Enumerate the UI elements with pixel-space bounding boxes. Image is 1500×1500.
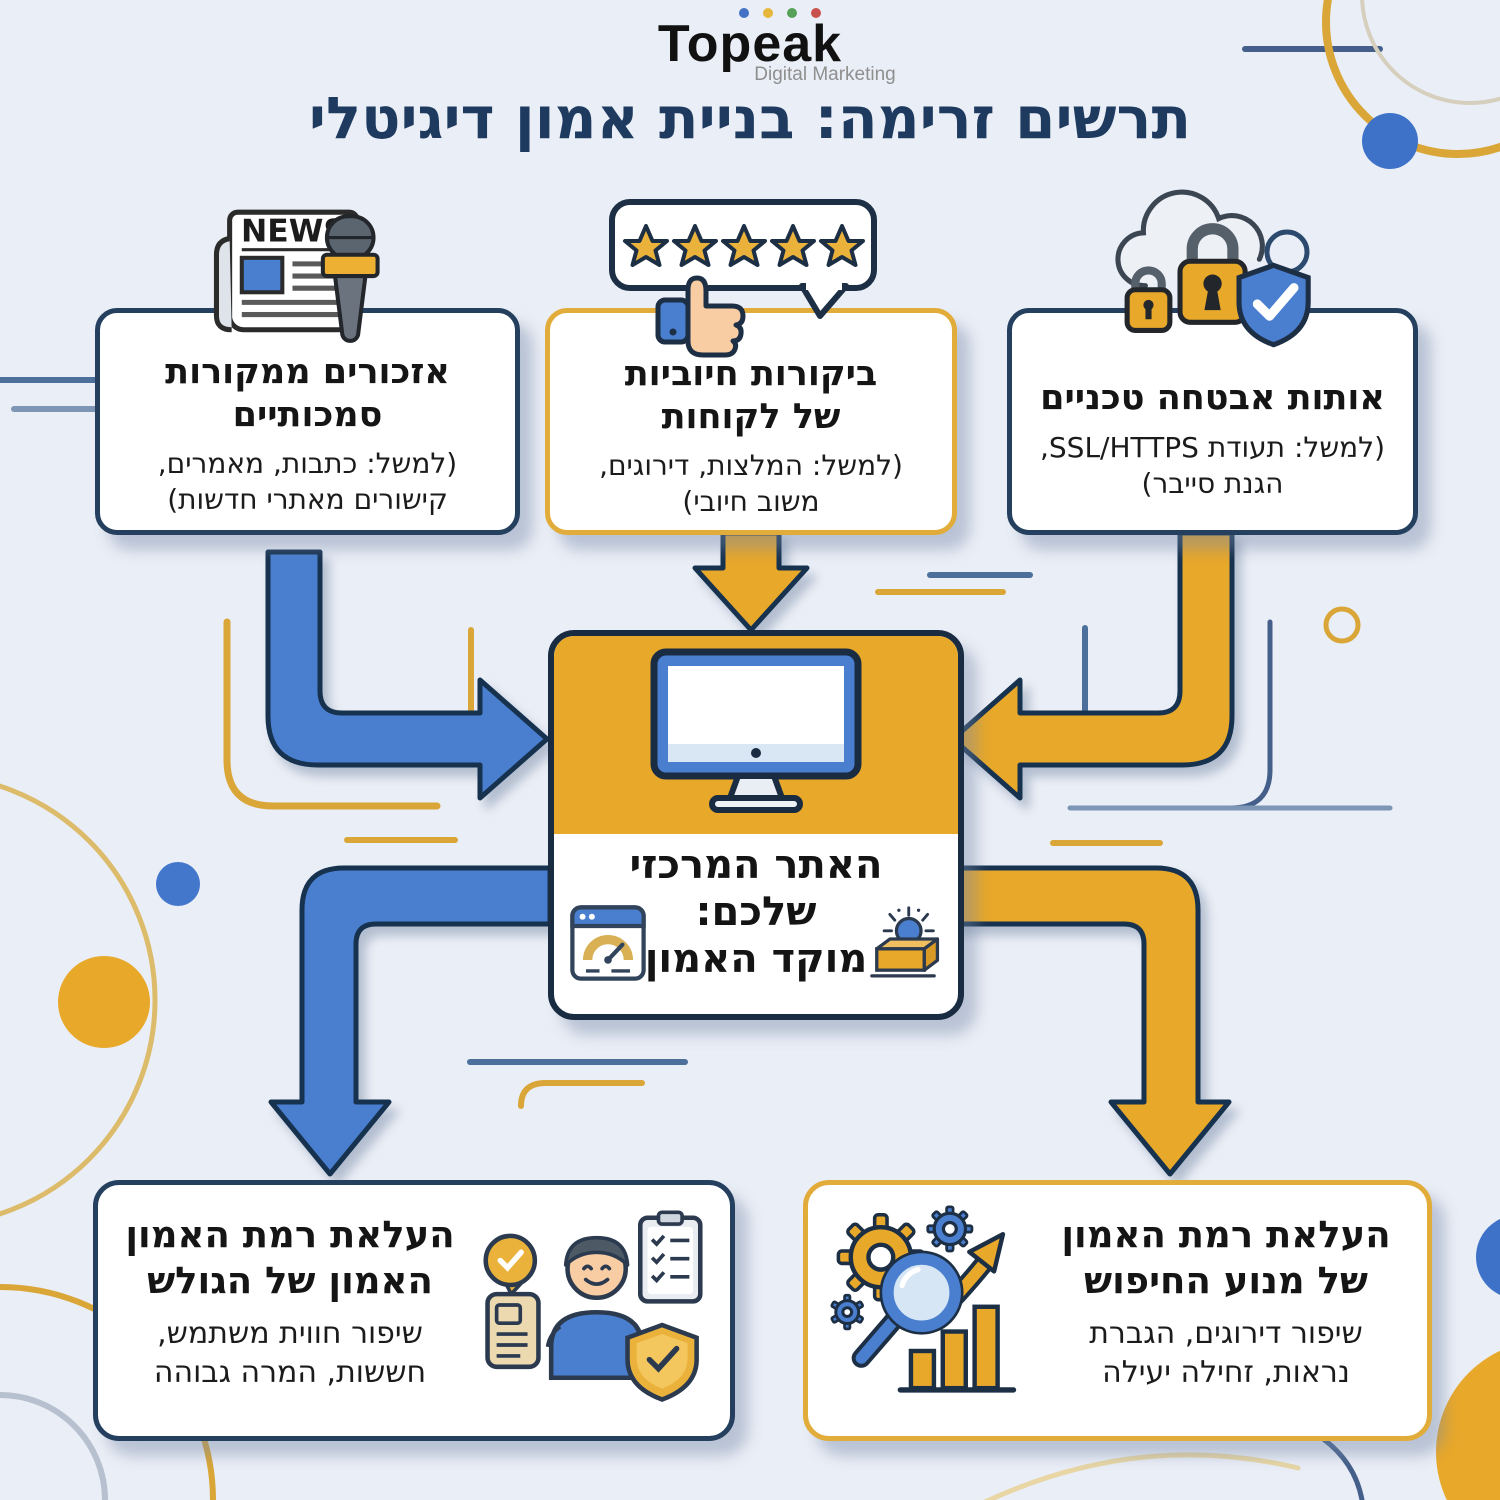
topeak-logo: Topeak Digital Marketing xyxy=(0,8,1500,86)
gold-ring-decoration xyxy=(1322,0,1500,158)
node-title: העלאת רמת האמון של מנוע החיפוש xyxy=(1048,1212,1404,1304)
magnifying-glass xyxy=(851,1250,964,1368)
node-title: ביקורות חיוביות של לקוחות xyxy=(625,353,878,438)
node-title-line: העלאת רמת האמון xyxy=(125,1213,455,1256)
logo-dot-green xyxy=(787,8,797,18)
node-authoritative-sources: אזכורים ממקורות סמכותיים (למשל: כתבות, מ… xyxy=(95,308,520,535)
node-security-signals: אותות אבטחה טכניים (למשל: תעודת SSL/HTTP… xyxy=(1007,308,1418,535)
node-subtitle-line: הגנת סייבר) xyxy=(1141,466,1284,500)
speed-gauge-browser-icon xyxy=(570,905,646,981)
node-positive-reviews: ביקורות חיוביות של לקוחות (למשל: המלצות,… xyxy=(545,308,957,535)
node-title-line: העלאת רמת האמון xyxy=(1061,1213,1391,1256)
node-subtitle: (למשל: תעודת SSL/HTTPS, הגנת סייבר) xyxy=(1040,430,1385,502)
logo-tagline: Digital Marketing xyxy=(754,64,896,85)
node-visitor-trust xyxy=(93,1180,735,1441)
desktop-monitor-icon xyxy=(650,648,862,813)
star-rating xyxy=(623,224,865,267)
logo-dot-red xyxy=(811,8,821,18)
visitor-trust-text: העלאת רמת האמון האמון של הגולש שיפור חוו… xyxy=(110,1212,470,1392)
logo-dot-yellow xyxy=(763,8,773,18)
center-label-line: שלכם: xyxy=(695,889,817,936)
node-title-line: אותות אבטחה טכניים xyxy=(1040,378,1385,419)
node-title: אותות אבטחה טכניים xyxy=(1040,377,1385,420)
arrow-website-to-search-trust xyxy=(947,865,1232,1177)
newspaper-photo-block xyxy=(239,255,285,295)
arrow-website-to-visitor-trust xyxy=(268,865,553,1177)
node-subtitle: שיפור דירוגים, הגברת נראות, זחילה יעילה xyxy=(1048,1314,1404,1392)
microphone xyxy=(320,214,380,343)
node-title-line: של לקוחות xyxy=(661,396,841,437)
small-gear xyxy=(926,1205,974,1253)
blue-circle-decoration xyxy=(1476,1219,1500,1295)
checklist-clipboard xyxy=(638,1210,703,1304)
logo-brand-name: Topeak xyxy=(657,15,843,73)
arrow-security-to-website xyxy=(950,530,1235,801)
tiny-gear xyxy=(830,1293,864,1331)
blue-dot-decoration xyxy=(1362,113,1418,169)
node-title-line: של מנוע החיפוש xyxy=(1084,1258,1368,1302)
node-subtitle-line: (למשל: תעודת SSL/HTTPS, xyxy=(1040,431,1386,465)
node-title-line: אזכורים ממקורות xyxy=(165,351,450,392)
node-subtitle-line: (למשל: המלצות, דירוגים, xyxy=(599,449,903,483)
node-subtitle-line: נראות, זחילה יעילה xyxy=(1102,1354,1350,1390)
center-label-line: האתר המרכזי xyxy=(629,842,883,888)
node-subtitle: שיפור חווית משתמש, חששות, המרה גבוהה xyxy=(110,1314,470,1392)
beacon-on-box-icon xyxy=(870,906,940,978)
cloud-padlocks-shield-icon xyxy=(1115,189,1311,348)
page-title: תרשים זרימה: בניית אמון דיגיטלי xyxy=(308,84,1192,152)
gold-dot-decoration xyxy=(58,956,150,1048)
gold-check-shield xyxy=(625,1322,699,1402)
node-title: אזכורים ממקורות סמכותיים xyxy=(165,351,450,436)
gold-circle-decoration xyxy=(1436,1350,1500,1500)
node-title: העלאת רמת האמון האמון של הגולש xyxy=(110,1212,470,1304)
thumbs-up xyxy=(655,275,746,358)
bar-chart xyxy=(897,1304,1017,1393)
document-in-hand xyxy=(485,1291,541,1370)
node-subtitle-line: קישורים מאתרי חדשות) xyxy=(167,483,448,517)
blue-dot-decoration xyxy=(156,862,200,906)
node-subtitle-line: (למשל: כתבות, מאמרים, xyxy=(157,447,458,481)
newspaper-microphone-icon: NEWS xyxy=(213,209,380,343)
node-title-line: סמכותיים xyxy=(232,394,383,435)
node-central-website: האתר המרכזי שלכם: מוקד האמון xyxy=(548,630,964,1020)
node-subtitle-line: שיפור דירוגים, הגברת xyxy=(1089,1315,1363,1351)
node-subtitle: (למשל: כתבות, מאמרים, קישורים מאתרי חדשו… xyxy=(158,446,457,518)
node-subtitle-line: שיפור חווית משתמש, xyxy=(157,1315,423,1351)
logo-dot-blue xyxy=(739,8,749,18)
node-subtitle: (למשל: המלצות, דירוגים, משוב חיובי) xyxy=(599,448,903,520)
node-title-line: האמון של הגולש xyxy=(147,1258,433,1302)
arrow-reviews-to-website xyxy=(692,530,810,633)
node-subtitle-line: משוב חיובי) xyxy=(682,485,820,519)
node-subtitle-line: חששות, המרה גבוהה xyxy=(153,1354,427,1390)
node-title-line: ביקורות חיוביות xyxy=(624,353,878,394)
arrow-sources-to-website xyxy=(265,549,550,801)
check-badge xyxy=(483,1233,538,1296)
happy-user-checklist-shield-icon xyxy=(483,1210,703,1402)
five-stars-thumbs-up-icon xyxy=(609,199,877,358)
search-trust-text: העלאת רמת האמון של מנוע החיפוש שיפור דיר… xyxy=(1048,1212,1404,1392)
logo-dots xyxy=(60,8,1500,18)
center-label-line: מוקד האמון xyxy=(644,936,868,983)
gears-magnifier-growth-chart-icon xyxy=(830,1205,1017,1393)
center-box-label: האתר המרכזי שלכם: מוקד האמון xyxy=(554,842,958,984)
